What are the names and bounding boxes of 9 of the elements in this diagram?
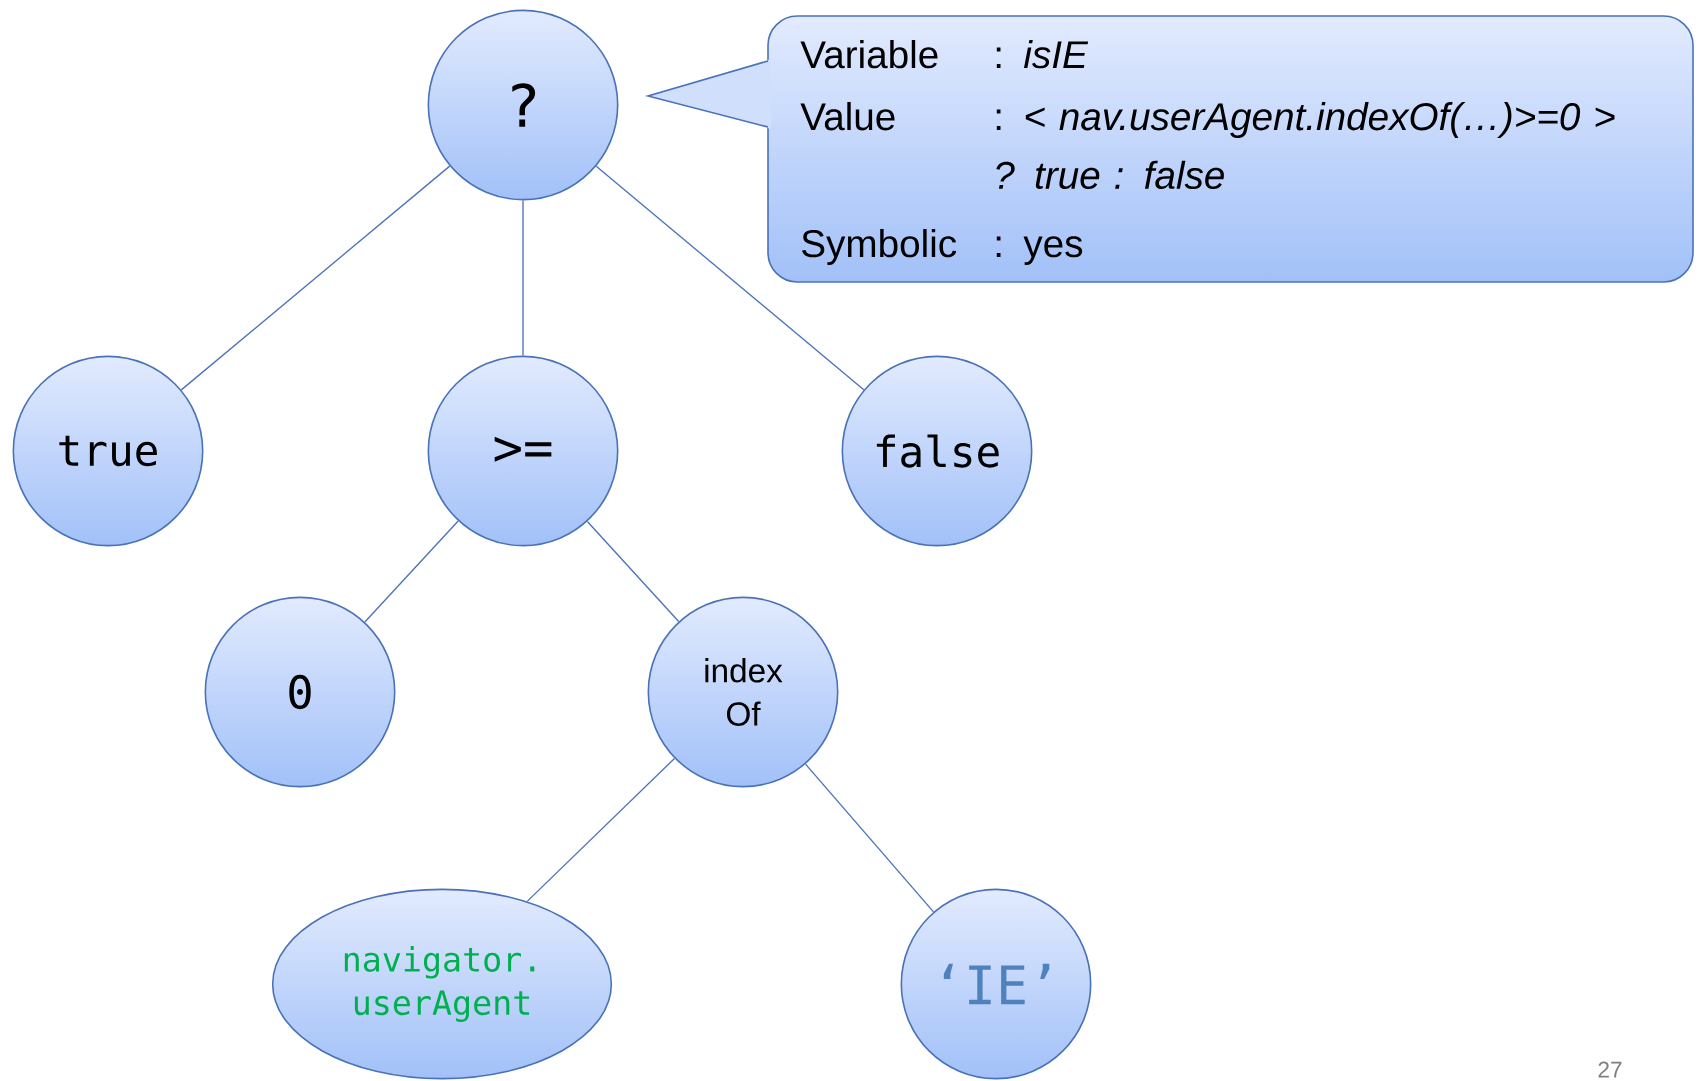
callout-box: Variable : isIE Value : < nav.userAgent.indexOf(…)>=0 > ? true : false Symbolic : yes <box>767 15 1694 283</box>
connector-line <box>595 165 865 391</box>
connector-line <box>804 763 935 913</box>
connector-line <box>526 757 676 903</box>
connector-line <box>522 199 524 357</box>
connector-line <box>180 165 451 391</box>
connector-line <box>364 520 459 623</box>
connector-line <box>586 520 680 623</box>
page-number: 27 <box>1598 1061 1622 1078</box>
